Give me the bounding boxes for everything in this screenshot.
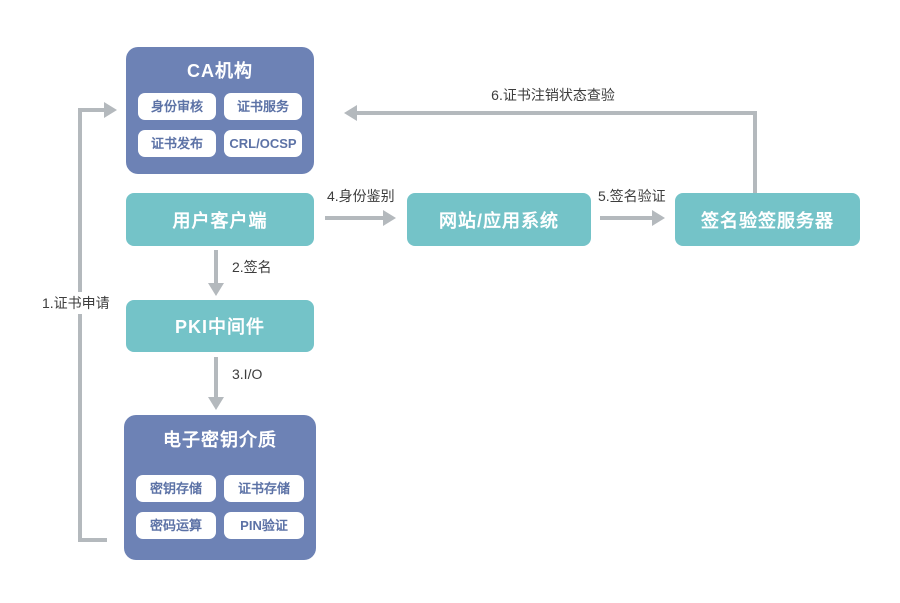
web-app-system-box: 网站/应用系统 — [407, 193, 591, 246]
arrow3-arrowhead-icon — [208, 397, 224, 410]
ca-authority-title: CA机构 — [187, 61, 253, 81]
key-function-pin-verify: PIN验证 — [224, 512, 304, 539]
arrow5-line — [600, 216, 652, 220]
arrow5-label: 5.签名验证 — [598, 188, 666, 204]
arrow2-line — [214, 250, 218, 283]
arrow2-label: 2.签名 — [232, 259, 272, 275]
arrow2-arrowhead-icon — [208, 283, 224, 296]
arrow1-top-line — [80, 108, 104, 112]
arrow3-label: 3.I/O — [232, 366, 263, 382]
ca-function-identity-review: 身份审核 — [138, 93, 216, 120]
arrow1-vertical-line — [78, 108, 82, 542]
key-medium-title: 电子密钥介质 — [163, 430, 277, 450]
arrow4-label: 4.身份鉴别 — [327, 188, 395, 204]
web-app-system-title: 网站/应用系统 — [438, 210, 559, 231]
ca-authority-box: CA机构 身份审核 证书服务 证书发布 CRL/OCSP — [126, 47, 314, 174]
signature-server-title: 签名验签服务器 — [701, 210, 834, 231]
pki-middleware-box: PKI中间件 — [126, 300, 314, 352]
key-function-key-storage: 密钥存储 — [136, 475, 216, 502]
arrow6-horizontal-line — [357, 111, 757, 115]
ca-authority-functions: 身份审核 证书服务 证书发布 CRL/OCSP — [126, 93, 314, 157]
key-medium-functions: 密钥存储 证书存储 密码运算 PIN验证 — [124, 475, 316, 539]
arrow4-line — [325, 216, 383, 220]
key-function-crypto-compute: 密码运算 — [136, 512, 216, 539]
ca-function-cert-service: 证书服务 — [224, 93, 302, 120]
arrow3-line — [214, 357, 218, 397]
key-function-cert-storage: 证书存储 — [224, 475, 304, 502]
arrow4-arrowhead-icon — [383, 210, 396, 226]
ca-function-crl-ocsp: CRL/OCSP — [224, 130, 302, 157]
arrow1-label: 1.证书申请 — [40, 292, 112, 314]
arrow1-bottom-line — [80, 538, 107, 542]
user-client-title: 用户客户端 — [172, 210, 268, 231]
key-medium-box: 电子密钥介质 密钥存储 证书存储 密码运算 PIN验证 — [124, 415, 316, 560]
user-client-box: 用户客户端 — [126, 193, 314, 246]
arrow6-label: 6.证书注销状态查验 — [491, 87, 615, 103]
arrow6-vertical-line — [753, 113, 757, 193]
arrow5-arrowhead-icon — [652, 210, 665, 226]
ca-function-cert-publish: 证书发布 — [138, 130, 216, 157]
arrow1-arrowhead-icon — [104, 102, 117, 118]
signature-server-box: 签名验签服务器 — [675, 193, 860, 246]
pki-middleware-title: PKI中间件 — [174, 317, 265, 337]
arrow6-arrowhead-icon — [344, 105, 357, 121]
